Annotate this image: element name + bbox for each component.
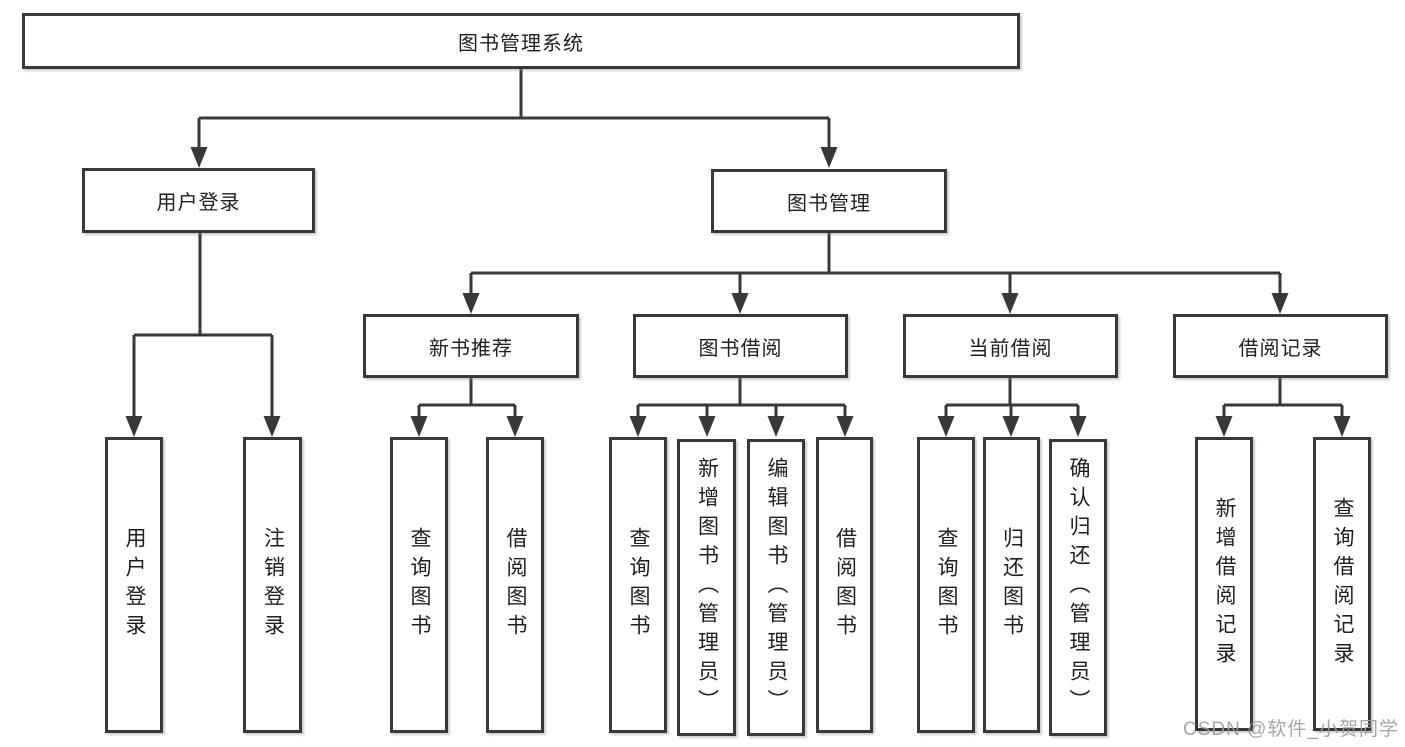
- leaf-add-books-admin-label: 新增图书（管理员）: [695, 457, 719, 718]
- leaf-borrow-books-2: 借阅图书: [816, 437, 873, 733]
- leaf-edit-books-admin: 编辑图书（管理员）: [747, 439, 805, 736]
- arrowhead: [190, 147, 208, 168]
- leaf-edit-books-admin-label: 编辑图书（管理员）: [765, 457, 788, 718]
- arrowhead: [1002, 416, 1020, 437]
- leaf-query-books-2: 查询图书: [609, 437, 667, 733]
- node-borrowing-records: 借阅记录: [1173, 314, 1388, 378]
- node-book-borrowing: 图书借阅: [633, 314, 848, 378]
- arrowhead: [820, 147, 838, 168]
- leaf-confirm-return-admin-label: 确认归还（管理员）: [1067, 457, 1090, 718]
- arrowhead: [1001, 293, 1019, 314]
- leaf-user-login-label: 用户登录: [123, 527, 146, 643]
- arrowhead: [629, 416, 647, 437]
- arrowhead: [767, 416, 785, 437]
- leaf-query-books-3: 查询图书: [917, 437, 975, 733]
- leaf-borrow-books-1: 借阅图书: [486, 437, 544, 733]
- leaf-query-books-1-label: 查询图书: [408, 527, 431, 643]
- arrowhead: [1215, 416, 1233, 437]
- csdn-watermark: CSDN @软件_小贺同学: [1183, 719, 1399, 740]
- arrowhead: [1271, 293, 1289, 314]
- node-library-management-system-label: 图书管理系统: [458, 32, 584, 55]
- arrowhead: [462, 293, 480, 314]
- leaf-borrow-books-1-label: 借阅图书: [504, 527, 527, 643]
- arrowhead: [410, 416, 428, 437]
- leaf-logout: 注销登录: [243, 437, 302, 733]
- node-current-borrowing: 当前借阅: [903, 314, 1118, 378]
- arrowhead: [731, 293, 749, 314]
- leaf-query-books-2-label: 查询图书: [627, 527, 650, 643]
- leaf-confirm-return-admin: 确认归还（管理员）: [1049, 439, 1107, 736]
- arrowhead: [1069, 416, 1087, 437]
- leaf-borrow-books-2-label: 借阅图书: [833, 527, 857, 643]
- leaf-query-books-1: 查询图书: [390, 437, 448, 733]
- node-user-login: 用户登录: [82, 168, 315, 233]
- leaf-query-borrow-record: 查询借阅记录: [1313, 437, 1371, 731]
- node-borrowing-records-label: 借阅记录: [1238, 337, 1323, 360]
- node-new-book-recommendation-label: 新书推荐: [429, 337, 513, 360]
- leaf-add-borrow-record-label: 新增借阅记录: [1213, 497, 1236, 671]
- arrowhead: [263, 416, 281, 437]
- leaf-return-books-label: 归还图书: [1000, 527, 1024, 643]
- leaf-query-books-3-label: 查询图书: [935, 527, 958, 643]
- leaf-add-borrow-record: 新增借阅记录: [1195, 437, 1253, 731]
- node-book-management: 图书管理: [711, 169, 947, 233]
- leaf-logout-label: 注销登录: [261, 527, 285, 643]
- arrowhead: [125, 416, 143, 437]
- arrowhead: [1333, 416, 1351, 437]
- arrowhead: [836, 416, 854, 437]
- node-book-management-label: 图书管理: [787, 192, 871, 215]
- leaf-add-books-admin: 新增图书（管理员）: [677, 439, 736, 736]
- node-library-management-system: 图书管理系统: [22, 13, 1020, 69]
- node-book-borrowing-label: 图书借阅: [698, 337, 783, 360]
- leaf-query-borrow-record-label: 查询借阅记录: [1331, 497, 1354, 671]
- connector-path: [132, 69, 1344, 417]
- arrowhead: [937, 416, 955, 437]
- arrowhead: [506, 416, 524, 437]
- arrowhead: [698, 416, 716, 437]
- node-current-borrowing-label: 当前借阅: [968, 337, 1053, 360]
- node-new-book-recommendation: 新书推荐: [363, 314, 579, 378]
- leaf-return-books: 归还图书: [983, 437, 1040, 733]
- node-user-login-label: 用户登录: [156, 192, 241, 214]
- leaf-user-login: 用户登录: [105, 437, 163, 733]
